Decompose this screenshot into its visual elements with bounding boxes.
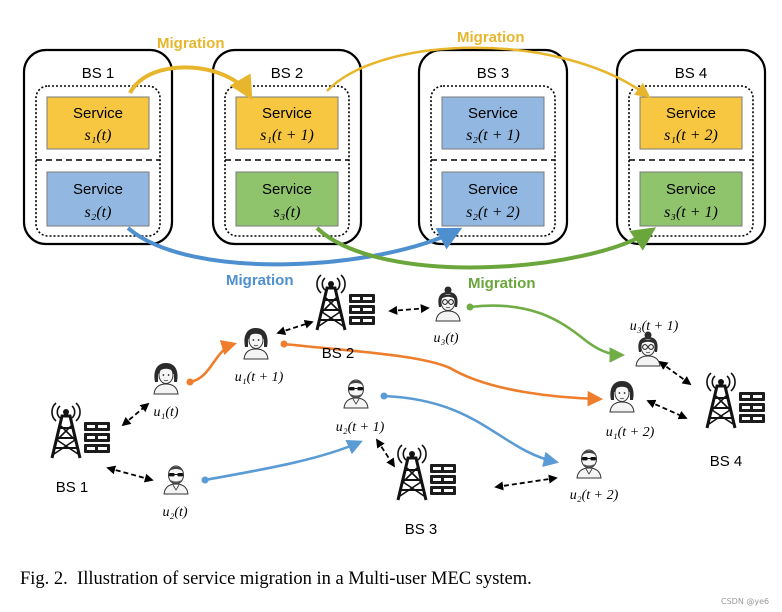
user-label: u₃(t): [433, 331, 458, 346]
user-4: u₂(t): [162, 465, 189, 520]
service-box-top: Service s₁(t): [46, 96, 150, 150]
man-sunglasses-icon: [343, 379, 369, 409]
migration-arrow-s3-bs2-bs4: [315, 226, 656, 270]
service-state: s₁(t + 2): [664, 127, 718, 144]
trajectory-u3-t-to-t1: [469, 304, 626, 363]
bs-panel-title: BS 4: [675, 65, 708, 82]
service-title: Service: [666, 105, 716, 122]
base-station-tower-icon: [315, 273, 377, 332]
service-state: s₃(t + 1): [664, 204, 718, 221]
tower-3: BS 3: [396, 443, 458, 538]
base-station-tower-icon: [50, 401, 112, 460]
bs-panel-1: BS 1 Service s₁(t) Service s₂(t): [22, 48, 174, 246]
tower-label: BS 1: [56, 479, 89, 496]
migration-label-yellow-left: Migration: [157, 35, 225, 52]
bs-panel-title: BS 3: [477, 65, 510, 82]
user-label: u₂(t): [162, 505, 187, 520]
service-box-bottom: Service s₂(t + 2): [441, 171, 545, 227]
migration-arrow-s1-bs2-bs4: [326, 46, 651, 98]
service-box-top: Service s₂(t + 1): [441, 96, 545, 150]
service-title: Service: [468, 105, 518, 122]
man-sunglasses-icon: [576, 449, 602, 479]
bs-panel-title: BS 1: [82, 65, 115, 82]
user-7: u₃(t): [433, 286, 461, 346]
user-label: u₂(t + 2): [570, 488, 619, 503]
trajectory-u2-t1-to-t2: [383, 394, 560, 468]
tower-label: BS 2: [322, 345, 355, 362]
woman-glasses-icon: [435, 286, 461, 322]
service-box-bottom: Service s₃(t): [235, 171, 339, 227]
tower-4: BS 4: [705, 371, 767, 470]
trajectory-u2-t-to-t1: [204, 440, 363, 482]
user-trajectories: [189, 304, 626, 482]
bs-panel-title: BS 2: [271, 65, 304, 82]
migration-label-yellow-right: Migration: [457, 29, 525, 46]
user-label: u₂(t + 1): [336, 420, 385, 435]
service-state: s₁(t + 1): [260, 127, 314, 144]
service-box-top: Service s₁(t + 1): [235, 96, 339, 150]
tower-2: BS 2: [315, 273, 377, 362]
service-state: s₁(t): [85, 127, 112, 144]
bs-panel-3: BS 3 Service s₂(t + 1) Service s₂(t + 2): [417, 48, 569, 246]
woman-icon: [153, 362, 179, 395]
service-state: s₂(t + 1): [466, 127, 520, 144]
migration-arrows-top: [126, 46, 656, 270]
service-box-bottom: Service s₂(t): [46, 171, 150, 227]
man-sunglasses-icon: [163, 465, 189, 495]
service-title: Service: [666, 181, 716, 198]
service-title: Service: [73, 105, 123, 122]
mobile-users: u₁(t) u₁(t + 1) u₁(t + 2) u₂(t) u₂(t + 1) u₂(…: [153, 286, 679, 520]
service-title: Service: [262, 105, 312, 122]
start-dots: [186, 303, 474, 484]
woman-glasses-icon: [635, 331, 661, 367]
migration-label-green: Migration: [468, 275, 536, 292]
tower-label: BS 3: [405, 521, 438, 538]
user-label: u₁(t + 2): [606, 425, 655, 440]
user-2: u₁(t + 1): [235, 327, 284, 385]
tower-1: BS 1: [50, 401, 112, 496]
user-3: u₁(t + 2): [606, 380, 655, 440]
base-station-panels: BS 1 Service s₁(t) Service s₂(t) BS 2 Service s…: [22, 48, 767, 246]
service-title: Service: [262, 181, 312, 198]
migration-label-blue: Migration: [226, 272, 294, 289]
user-5: u₂(t + 1): [336, 379, 385, 435]
service-title: Service: [468, 181, 518, 198]
trajectory-u1-t1-to-t2: [283, 342, 604, 407]
user-label: u₁(t + 1): [235, 370, 284, 385]
user-6: u₂(t + 2): [570, 449, 619, 503]
user-1: u₁(t): [153, 362, 179, 420]
tower-label: BS 4: [710, 453, 743, 470]
woman-icon: [609, 380, 635, 413]
service-state: s₂(t + 2): [466, 204, 520, 221]
user-label: u₃(t + 1): [630, 319, 679, 334]
migration-arrow-s2-bs1-bs3: [126, 226, 463, 267]
bs-panel-4: BS 4 Service s₁(t + 2) Service s₃(t + 1): [615, 48, 767, 246]
base-station-tower-icon: [705, 371, 767, 430]
user-8: u₃(t + 1): [630, 319, 679, 367]
service-state: s₃(t): [274, 204, 301, 221]
figure-caption: Fig. 2. Illustration of service migratio…: [20, 569, 532, 589]
service-title: Service: [73, 181, 123, 198]
service-state: s₂(t): [85, 204, 112, 221]
base-station-towers: BS 1 BS 2 BS 3 BS 4: [50, 273, 767, 538]
migration-arrow-s1-bs1-bs2: [128, 65, 253, 101]
trajectory-u1-t-to-t1: [189, 340, 237, 384]
woman-icon: [243, 327, 269, 360]
service-box-bottom: Service s₃(t + 1): [639, 171, 743, 227]
base-station-tower-icon: [396, 443, 458, 502]
user-label: u₁(t): [153, 405, 178, 420]
service-box-top: Service s₁(t + 2): [639, 96, 743, 150]
radio-links: [106, 304, 692, 491]
watermark: CSDN @ye6: [721, 597, 769, 606]
